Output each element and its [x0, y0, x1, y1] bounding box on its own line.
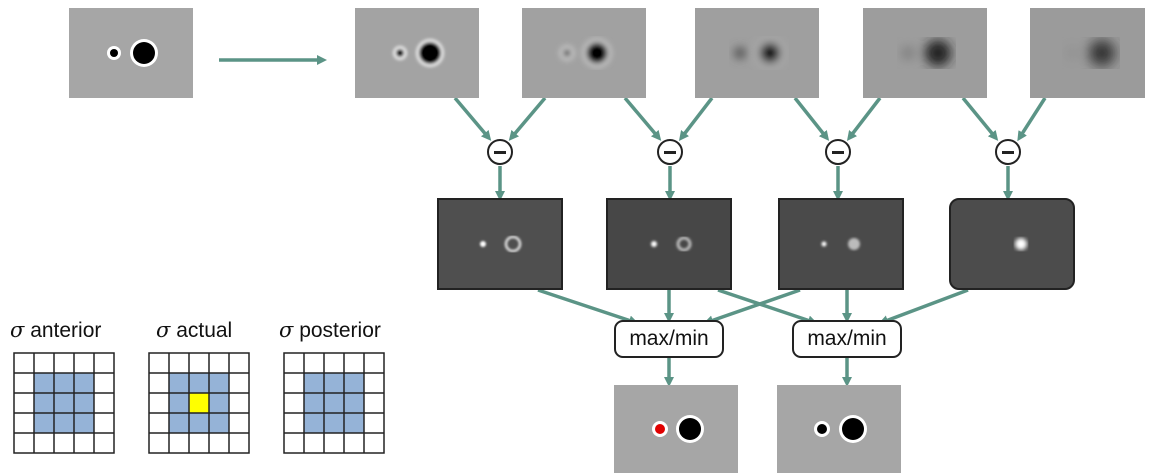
dog-image-3 — [778, 198, 904, 290]
arrow — [623, 96, 662, 141]
arrow — [1017, 97, 1047, 142]
subtract-operator — [825, 139, 851, 165]
arrow — [678, 96, 714, 141]
extrema-detector: max/min — [792, 320, 902, 358]
arrow — [961, 96, 999, 141]
output-image-2 — [777, 385, 901, 473]
arrow — [508, 96, 547, 141]
gaussian-scale-2 — [522, 8, 646, 98]
grid-label-posterior: σ posterior — [279, 318, 381, 342]
extrema-detector: max/min — [614, 320, 724, 358]
arrow — [846, 96, 882, 141]
arrow — [717, 288, 818, 326]
arrow — [703, 288, 801, 326]
subtract-operator — [657, 139, 683, 165]
grid-label-actual: σ actual — [156, 318, 233, 342]
output-image-1 — [614, 385, 738, 473]
input-image — [69, 8, 193, 98]
grid-label-anterior: σ anterior — [10, 318, 102, 342]
dog-image-1 — [437, 198, 563, 290]
gaussian-scale-1 — [355, 8, 479, 98]
gaussian-scale-3 — [695, 8, 819, 98]
arrow — [537, 288, 639, 326]
gaussian-scale-5 — [1030, 8, 1145, 98]
dog-image-4 — [949, 198, 1075, 290]
subtract-operator — [995, 139, 1021, 165]
arrow — [793, 96, 830, 141]
subtract-operator — [487, 139, 513, 165]
dog-image-2 — [606, 198, 732, 290]
arrow — [453, 96, 492, 141]
arrow — [878, 288, 969, 325]
gaussian-scale-4 — [863, 8, 987, 98]
